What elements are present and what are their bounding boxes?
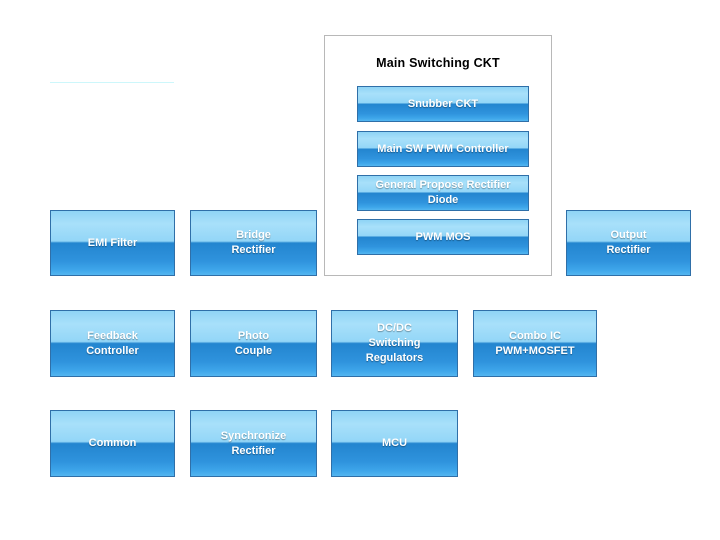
block-line: General Propose Rectifier	[375, 179, 511, 191]
accent-rule	[50, 82, 174, 83]
block-emi-filter[interactable]: EMI Filter	[50, 210, 175, 276]
block-label-pwm-mos: PWM MOS	[358, 230, 528, 245]
block-feedback-controller[interactable]: Feedback Controller	[50, 310, 175, 377]
block-label-emi-filter: EMI Filter	[51, 236, 174, 251]
block-dcdc-switching-regulators[interactable]: DC/DC Switching Regulators	[331, 310, 458, 377]
block-bridge-rectifier[interactable]: Bridge Rectifier	[190, 210, 317, 276]
block-line: Bridge	[236, 229, 271, 241]
block-line: PWM+MOSFET	[495, 344, 575, 357]
block-label-feedback-controller: Feedback Controller	[51, 329, 174, 359]
block-label-mcu: MCU	[332, 436, 457, 451]
block-line: Controller	[86, 344, 139, 357]
block-line: Common	[88, 437, 137, 449]
block-photo-couple[interactable]: Photo Couple	[190, 310, 317, 377]
block-general-propose-rectifier-diode[interactable]: General Propose Rectifier Diode	[357, 175, 529, 211]
block-line: Combo IC	[509, 329, 561, 342]
block-line: EMI Filter	[87, 236, 138, 249]
block-line: Regulators	[365, 352, 424, 364]
block-line: Couple	[234, 344, 273, 357]
block-label-dcdc-switching-regulators: DC/DC Switching Regulators	[332, 321, 457, 366]
block-label-photo-couple: Photo Couple	[191, 329, 316, 359]
block-line: Snubber CKT	[407, 97, 479, 110]
block-line: Synchronize	[220, 429, 287, 442]
block-output-rectifier[interactable]: Output Rectifier	[566, 210, 691, 276]
block-line: Rectifier	[231, 244, 276, 256]
group-title-main-switching-ckt: Main Switching CKT	[376, 56, 500, 70]
block-line: Output	[610, 229, 647, 241]
block-label-general-propose-rectifier-diode: General Propose Rectifier Diode	[358, 178, 528, 208]
block-snubber-ckt[interactable]: Snubber CKT	[357, 86, 529, 122]
block-line: Diode	[427, 194, 459, 206]
block-label-output-rectifier: Output Rectifier	[567, 228, 690, 258]
block-label-combo-ic: Combo IC PWM+MOSFET	[474, 329, 596, 359]
block-label-common: Common	[51, 436, 174, 451]
block-line: MCU	[381, 437, 408, 449]
block-line: Rectifier	[606, 244, 651, 256]
block-line: Feedback	[87, 329, 138, 342]
block-line: Switching	[368, 337, 421, 349]
block-label-main-sw-pwm-controller: Main SW PWM Controller	[358, 142, 528, 157]
block-synchronize-rectifier[interactable]: Synchronize Rectifier	[190, 410, 317, 477]
block-line: Photo	[237, 329, 270, 342]
block-line: DC/DC	[377, 322, 412, 334]
block-combo-ic[interactable]: Combo IC PWM+MOSFET	[473, 310, 597, 377]
block-line: PWM MOS	[415, 230, 471, 243]
block-label-synchronize-rectifier: Synchronize Rectifier	[191, 429, 316, 459]
block-main-sw-pwm-controller[interactable]: Main SW PWM Controller	[357, 131, 529, 167]
block-mcu[interactable]: MCU	[331, 410, 458, 477]
block-label-snubber-ckt: Snubber CKT	[358, 97, 528, 112]
block-line: Main SW PWM Controller	[377, 142, 509, 155]
block-pwm-mos[interactable]: PWM MOS	[357, 219, 529, 255]
block-line: Rectifier	[231, 444, 276, 457]
block-common[interactable]: Common	[50, 410, 175, 477]
block-label-bridge-rectifier: Bridge Rectifier	[191, 228, 316, 258]
